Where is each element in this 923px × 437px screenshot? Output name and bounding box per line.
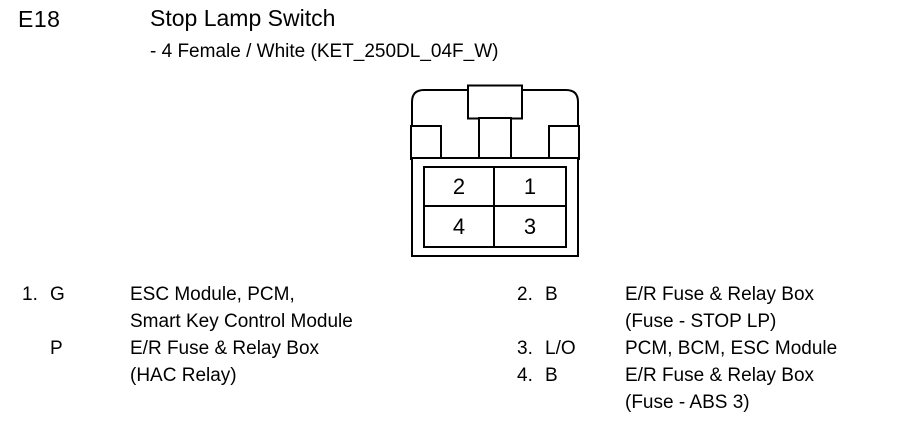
- connector-drawing: 2 1 4 3: [400, 84, 590, 259]
- wire-color-code: P: [50, 338, 63, 359]
- lock-neck: [478, 117, 512, 160]
- pin-number: 3.: [517, 338, 533, 359]
- pinout-row-3: 3. L/O PCM, BCM, ESC Module: [517, 335, 907, 362]
- pin-destination-line: (Fuse - ABS 3): [625, 392, 750, 413]
- pin-destination-line: E/R Fuse & Relay Box: [130, 338, 320, 359]
- pin-cell-4: 4: [425, 207, 495, 246]
- pin-housing: 2 1 4 3: [411, 157, 579, 257]
- lock-tab: [467, 84, 523, 120]
- pin-number: 4.: [517, 365, 533, 386]
- pinout-row-1: 1. G ESC Module, PCM, Smart Key Control …: [22, 281, 452, 335]
- pin-destination-line: (HAC Relay): [130, 365, 237, 386]
- wire-color-code: L/O: [545, 338, 576, 359]
- pin-destination-line: E/R Fuse & Relay Box: [625, 284, 815, 305]
- pinout-column-right: 2. B E/R Fuse & Relay Box (Fuse - STOP L…: [517, 281, 907, 416]
- pin-destination: E/R Fuse & Relay Box (Fuse - ABS 3): [625, 362, 907, 416]
- pin-destination: E/R Fuse & Relay Box (HAC Relay): [130, 335, 452, 389]
- wire-color-code: B: [545, 284, 558, 305]
- pinout-row-2: 2. B E/R Fuse & Relay Box (Fuse - STOP L…: [517, 281, 907, 335]
- pin-cell-1: 1: [495, 168, 565, 207]
- pinout-row-4: 4. B E/R Fuse & Relay Box (Fuse - ABS 3): [517, 362, 907, 416]
- pinout-column-left: 1. G ESC Module, PCM, Smart Key Control …: [22, 281, 452, 389]
- wire-color-code: G: [50, 284, 65, 305]
- pin-number: 1.: [22, 284, 38, 305]
- pin-destination-line: PCM, BCM, ESC Module: [625, 338, 838, 359]
- right-slot: [548, 125, 580, 160]
- page-title: Stop Lamp Switch: [150, 5, 336, 31]
- wire-color-code: B: [545, 365, 558, 386]
- pin-destination-line: E/R Fuse & Relay Box: [625, 365, 815, 386]
- pin-destination: E/R Fuse & Relay Box (Fuse - STOP LP): [625, 281, 907, 335]
- pinout-row-1p: P E/R Fuse & Relay Box (HAC Relay): [22, 335, 452, 389]
- pin-destination-line: (Fuse - STOP LP): [625, 311, 777, 332]
- connector-id: E18: [18, 6, 61, 32]
- pin-cell-3: 3: [523, 213, 537, 239]
- pin-destination-line: Smart Key Control Module: [130, 311, 353, 332]
- pin-grid: 2 1 4 3: [423, 166, 567, 248]
- pin-destination: ESC Module, PCM, Smart Key Control Modul…: [130, 281, 452, 335]
- pin-destination: PCM, BCM, ESC Module: [625, 335, 907, 362]
- connector-shell: [410, 84, 580, 160]
- connector-spec: - 4 Female / White (KET_250DL_04F_W): [150, 41, 499, 62]
- left-slot: [410, 125, 442, 160]
- pin-number: 2.: [517, 284, 533, 305]
- pin-destination-line: ESC Module, PCM,: [130, 284, 295, 305]
- pin-cell-2: 2: [425, 168, 495, 207]
